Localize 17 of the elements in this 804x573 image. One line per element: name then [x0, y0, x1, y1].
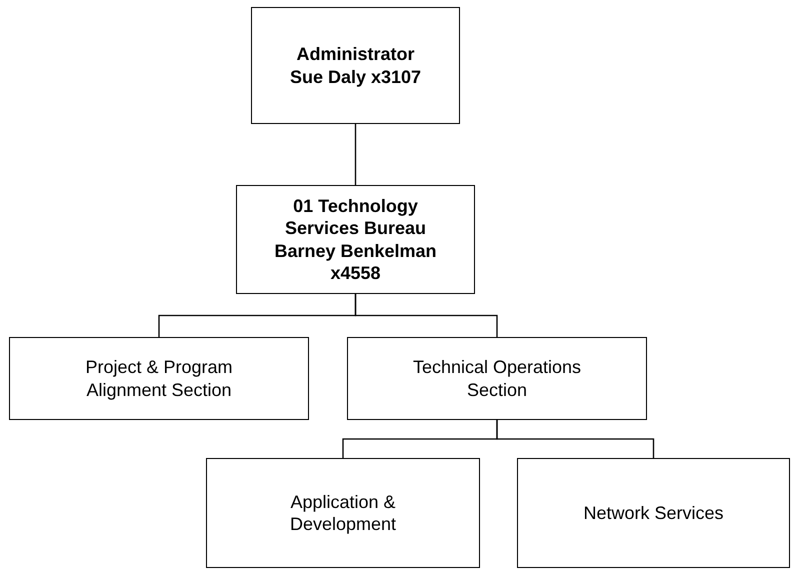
- unit-title: Technical Operations Section: [412, 356, 582, 401]
- unit-title: Project & Program Alignment Section: [84, 356, 234, 401]
- org-box: [517, 458, 790, 568]
- org-box: [347, 337, 647, 420]
- connector-line: [496, 420, 654, 458]
- connector-line: [354, 294, 498, 337]
- unit-title: Administrator: [296, 43, 414, 66]
- unit-title: 01 Technology Services Bureau: [284, 194, 428, 240]
- connector-line: [354, 124, 356, 185]
- person-name: Barney Benkelman x4558: [273, 240, 438, 284]
- unit-title: Network Services: [583, 502, 724, 524]
- org-box: [206, 458, 480, 568]
- person-name: Sue Daly x3107: [290, 66, 422, 88]
- org-box: [251, 7, 460, 124]
- org-box: [9, 337, 309, 420]
- unit-title: Application & Development: [288, 490, 398, 536]
- org-box: [236, 185, 475, 294]
